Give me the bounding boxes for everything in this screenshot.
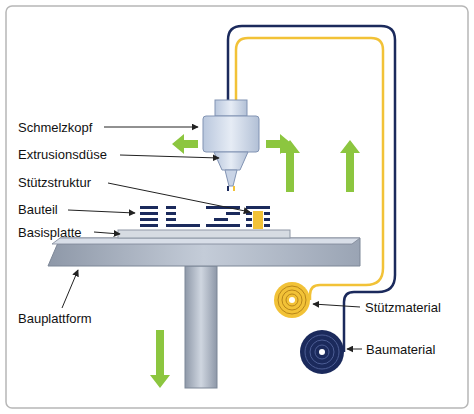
frame — [6, 6, 468, 408]
part-label: Extrusionsdüse — [18, 147, 107, 162]
part-label: Stützstruktur — [18, 175, 91, 190]
part-label: Baumaterial — [366, 342, 435, 357]
part-label: Basisplatte — [18, 225, 82, 240]
part-label: Schmelzkopf — [18, 120, 92, 135]
base-plate — [118, 230, 290, 238]
leader-lines — [62, 127, 362, 349]
printed-part — [140, 206, 270, 229]
part-label: Stützmaterial — [365, 300, 441, 315]
support-spool — [274, 282, 310, 318]
build-spool — [300, 330, 344, 374]
part-label: Bauplattform — [18, 311, 92, 326]
print-head — [203, 100, 259, 191]
build-platform — [48, 230, 360, 388]
part-label: Bauteil — [18, 202, 58, 217]
